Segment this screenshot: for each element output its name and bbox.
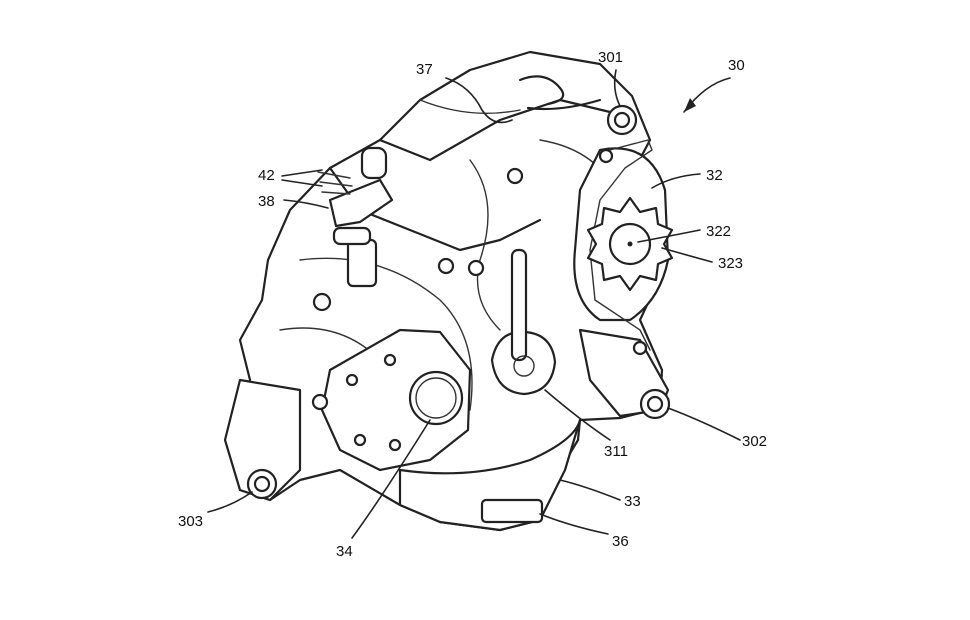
mount-right-bore <box>646 395 664 413</box>
label-311: 311 <box>604 443 628 460</box>
label-36: 36 <box>612 533 629 550</box>
plug-rim <box>415 377 457 419</box>
bolt-5 <box>311 393 329 411</box>
sprocket-center <box>627 241 633 247</box>
label-303: 303 <box>178 513 203 530</box>
mount-upper-eye <box>606 104 638 136</box>
hose-tube <box>526 98 602 111</box>
bolt-4 <box>312 292 332 312</box>
leader-302 <box>667 407 741 441</box>
shaft-lever <box>510 248 528 362</box>
leader-37 <box>445 77 513 124</box>
label-322: 322 <box>706 223 731 240</box>
label-33: 33 <box>624 493 641 510</box>
housing-curve-4 <box>469 159 501 331</box>
plate-bolt-1 <box>345 373 359 387</box>
leader-33 <box>559 479 621 501</box>
bolt-1 <box>506 167 524 185</box>
sensor-body <box>346 238 378 288</box>
sensor-cap <box>332 226 372 246</box>
leader-32 <box>651 173 701 189</box>
label-302: 302 <box>742 433 767 450</box>
bolt-2 <box>467 259 485 277</box>
label-34: 34 <box>336 543 353 560</box>
bolt-7 <box>632 340 648 356</box>
leader-323 <box>661 247 713 263</box>
label-32: 32 <box>706 167 723 184</box>
leader-30-arrow <box>684 98 696 112</box>
fitting-tube <box>360 146 388 180</box>
leader-303 <box>207 491 253 513</box>
hose <box>518 75 565 106</box>
bolt-3 <box>437 257 455 275</box>
label-323: 323 <box>718 255 743 272</box>
mount-lower-bore <box>253 475 271 493</box>
label-301: 301 <box>598 49 623 66</box>
leader-311 <box>544 389 611 441</box>
label-38: 38 <box>258 193 275 210</box>
leader-301 <box>613 69 621 107</box>
mount-lower-arm <box>223 378 302 502</box>
mount-right-eye <box>639 388 671 420</box>
boss <box>480 498 544 524</box>
label-42: 42 <box>258 167 275 184</box>
housing-ridge <box>378 98 612 162</box>
leader-34 <box>351 419 431 539</box>
plate-bolt-3 <box>353 433 367 447</box>
housing-curve-1 <box>299 257 473 411</box>
mount-lower-eye <box>246 468 278 500</box>
bracket <box>328 178 394 228</box>
shaft-end <box>513 355 535 377</box>
leader-42 <box>281 169 323 187</box>
leader-322 <box>637 229 701 243</box>
plate-bolt-2 <box>383 353 397 367</box>
plate-bolt-4 <box>388 438 402 452</box>
mount-upper-bore <box>613 111 631 129</box>
sprocket-guard <box>589 139 653 351</box>
fitting-wires <box>317 171 353 195</box>
label-30: 30 <box>728 57 745 74</box>
housing-curve-3 <box>419 99 521 115</box>
leader-36 <box>539 513 609 535</box>
bolt-6 <box>598 148 614 164</box>
plug <box>408 370 464 426</box>
leader-38 <box>283 199 329 209</box>
label-37: 37 <box>416 61 433 78</box>
